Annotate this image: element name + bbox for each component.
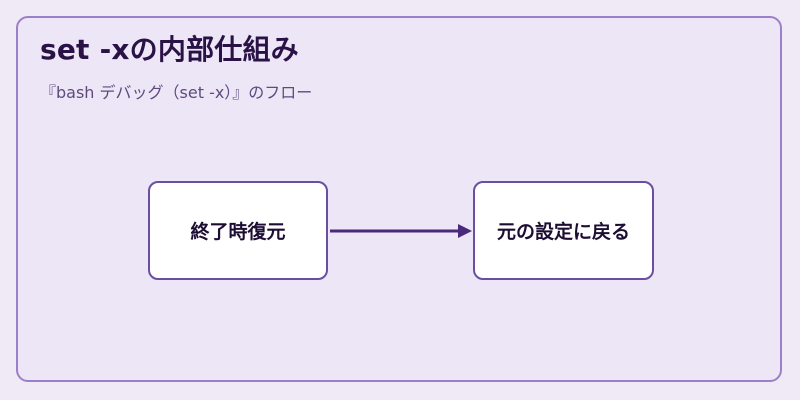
node-label: 元の設定に戻る (496, 221, 630, 243)
node-restore-on-exit: 終了時復元 (148, 181, 328, 280)
arrow-head-icon (458, 224, 472, 238)
diagram-title: set -xの内部仕組み (40, 33, 299, 66)
node-label: 終了時復元 (190, 221, 286, 243)
diagram-frame (16, 16, 782, 382)
diagram-subtitle: 『bash デバッグ（set -x）』のフロー (40, 83, 313, 102)
flow-arrow (330, 224, 472, 238)
node-return-to-original: 元の設定に戻る (473, 181, 654, 280)
